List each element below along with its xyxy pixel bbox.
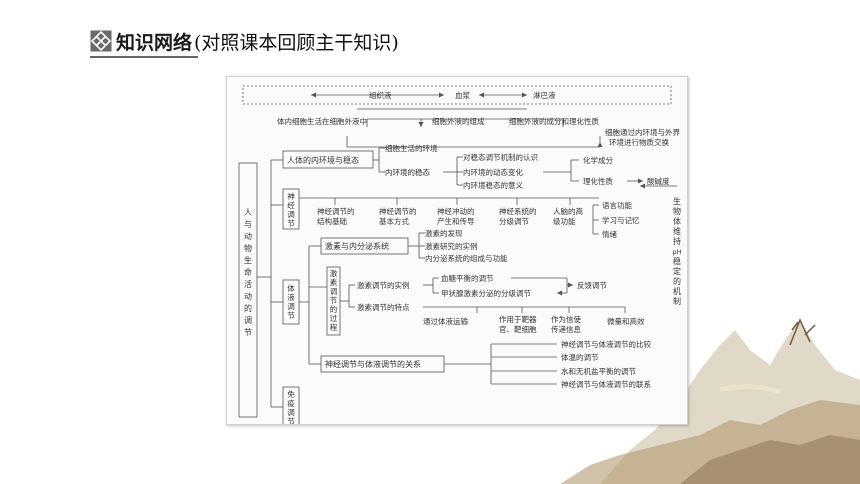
node-neural-humoral-relation: 神经调节与体液调节的关系 [325,359,421,369]
concept-map: 组织液 血浆 淋巴液 体内细胞生活在细胞外液中 细胞外液的组成 细胞外液的成分和… [226,76,688,428]
node-internal-environment: 人体的内环境与稳态 [287,155,359,165]
root-char-7: 活 [244,279,252,289]
node-thyroid: 甲状腺激素分泌的分级调节 [441,288,531,298]
concept-map-svg: 组织液 血浆 淋巴液 体内细胞生活在细胞外液中 细胞外液的组成 细胞外液的成分和… [238,85,682,428]
humoral-title-3: 调 [287,302,295,311]
immune-title-1: 免 [287,389,295,399]
vertical-char-2: 物 [673,206,681,216]
feature-2a: 作用于靶器 [499,314,537,324]
neural-item-1b: 结构基础 [317,216,347,226]
landscape-painting [560,318,860,484]
neural-item-5a: 人脑的高 [553,206,583,216]
relation-item-4: 神经调节与体液调节的联系 [561,379,651,389]
feature-3a: 作为信使 [551,314,581,324]
humoral-title-4: 节 [287,311,295,320]
neural-item-3a: 神经冲动的 [437,206,475,216]
vertical-char-1: 生 [673,196,681,206]
relation-item-3: 水和无机盐平衡的调节 [561,366,636,376]
node-fluid-properties: 细胞外液的成分和理化性质 [509,116,599,126]
hormone-item-2: 激素研究的实例 [425,241,478,251]
root-char-1: 人 [244,208,252,217]
brain-memory: 学习与记忆 [602,215,640,225]
root-char-10: 调 [244,316,252,325]
hormone-item-1: 激素的发现 [425,228,463,238]
brain-language: 语言功能 [602,200,632,210]
root-char-8: 动 [244,291,252,301]
node-exchange-line1: 细胞通过内环境与外界 [605,127,680,137]
brain-emotion: 情绪 [602,229,617,239]
fluid-tissue: 组织液 [369,90,392,100]
neural-item-2a: 神经调节的 [379,206,417,216]
neural-title-4: 节 [287,219,295,228]
node-hormone-instance: 激素调节的实例 [357,280,410,290]
section-header: 知识网络 (对照课本回顾主干知识) [90,26,399,56]
neural-item-5b: 级功能 [553,216,576,226]
neural-item-4a: 神经系统的 [499,206,537,216]
process-char-2: 素 [330,277,338,287]
immune-title-2: 疫 [287,398,295,408]
immune-title-4: 节 [287,417,295,424]
neural-item-3b: 产生和传导 [437,216,475,226]
root-char-5: 生 [244,255,252,265]
node-blood-sugar: 血糖平衡的调节 [441,273,494,283]
relation-item-1: 神经调节与体液调节的比较 [561,339,651,349]
node-ph: 酸碱度 [647,176,670,186]
vertical-char-3: 体 [673,216,681,226]
node-cell-living-env: 细胞生活的环境 [385,143,438,153]
root-char-6: 命 [244,267,252,277]
diamond-grid-icon [90,30,112,52]
node-feedback: 反馈调节 [577,280,607,290]
feature-1: 通过体液运输 [423,316,468,326]
node-stability-significance: 内环境稳态的意义 [463,180,523,190]
section-title: 知识网络 [116,31,193,54]
process-char-5: 的 [330,304,338,314]
neural-item-1a: 神经调节的 [317,206,355,216]
root-char-11: 节 [244,328,252,337]
node-exchange-line2: 环境进行物质交换 [609,137,669,147]
root-char-2: 与 [244,220,252,229]
node-env-stability: 内环境的稳态 [385,167,430,177]
relation-item-2: 体温的调节 [561,352,599,362]
neural-title-3: 调 [287,210,295,219]
hormone-item-3: 内分泌系统的组成与功能 [425,253,508,263]
vertical-char-10: 机 [673,286,681,296]
node-fluid-composition: 细胞外液的组成 [432,116,485,126]
root-char-3: 动 [244,231,252,241]
process-char-7: 程 [330,323,338,332]
immune-title-3: 调 [287,408,295,417]
node-physical-properties: 理化性质 [583,176,613,186]
node-hormone-features: 激素调节的特点 [357,302,410,312]
section-subtitle: (对照课本回顾主干知识) [194,31,399,54]
root-char-4: 物 [244,243,252,253]
node-stability-recognition: 对稳态调节机制的认识 [463,152,538,162]
root-char-9: 的 [244,303,252,313]
humoral-title-2: 液 [287,292,295,302]
node-chemical-composition: 化学成分 [583,155,613,165]
vertical-char-7: 稳 [673,256,681,266]
node-dynamic-change: 内环境的动态变化 [463,167,523,177]
humoral-title-1: 体 [287,283,295,293]
node-hormone-endocrine: 激素与内分泌系统 [325,241,389,251]
vertical-char-9: 的 [673,276,681,286]
neural-title-2: 经 [287,200,295,210]
vertical-char-11: 制 [673,296,681,306]
header-underline [90,56,198,58]
process-char-4: 节 [330,296,338,305]
process-char-3: 调 [330,287,338,296]
neural-item-2b: 基本方式 [379,216,409,226]
vertical-char-4: 维 [673,226,681,236]
feature-3b: 传递信息 [551,324,581,334]
node-live-in-fluid: 体内细胞生活在细胞外液中 [277,116,367,126]
process-char-1: 激 [330,268,338,278]
neural-item-4b: 分级调节 [499,216,529,226]
process-char-6: 过 [330,313,338,323]
vertical-char-8: 定 [673,266,681,276]
fluid-lymph: 淋巴液 [533,90,556,100]
vertical-char-6: pH [672,248,681,256]
neural-title-1: 神 [287,191,295,201]
vertical-char-5: 持 [673,236,681,246]
fluid-plasma: 血浆 [455,90,470,100]
feature-4: 微量和高效 [607,316,645,326]
feature-2b: 官、靶细胞 [499,324,537,334]
